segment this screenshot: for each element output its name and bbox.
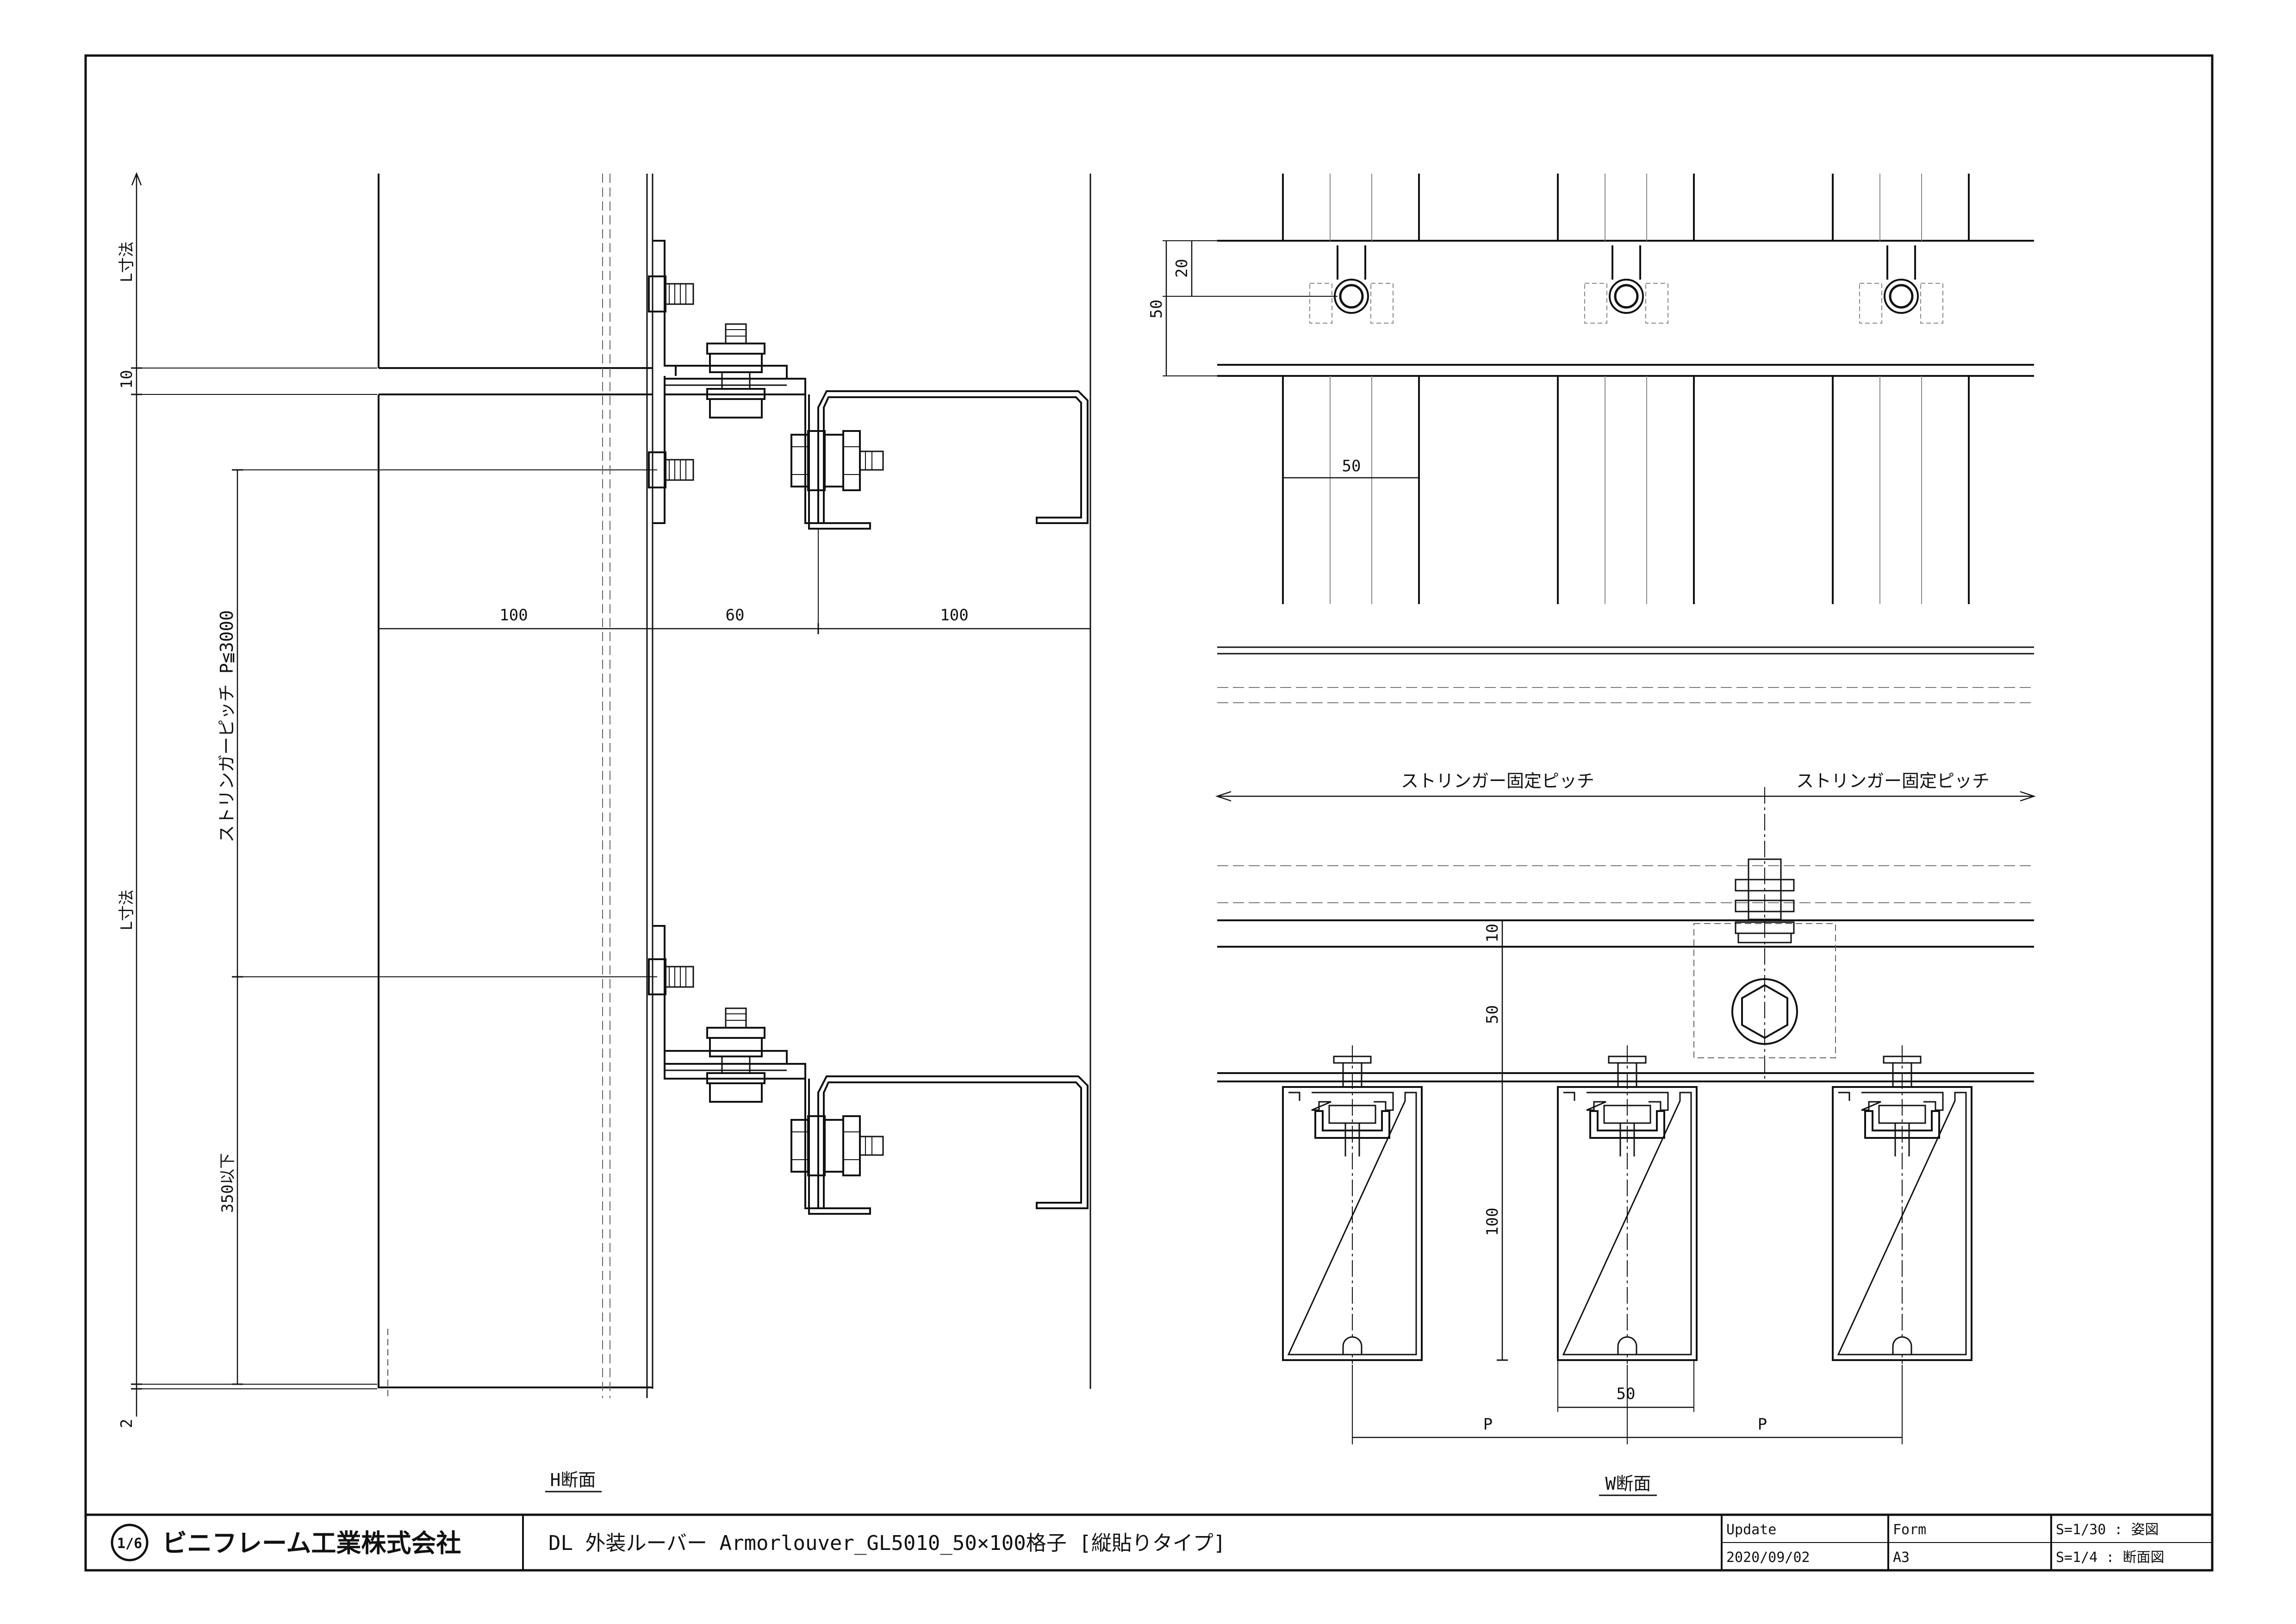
dim-100-depth: 100: [1483, 1208, 1502, 1236]
h-section-view: L寸法 10 L寸法 2 ストリンガーピッチ P≦3000 350以下: [118, 172, 1091, 1493]
dim-10: 10: [1483, 924, 1502, 943]
dim-l-top: L寸法: [118, 242, 136, 282]
title-block: 1/6 ビニフレーム工業株式会社 DL 外装ルーバー Armorlouver_G…: [86, 1513, 2212, 1570]
scale-elevation: S=1/30 : 姿図: [2056, 1522, 2159, 1538]
update-label: Update: [1726, 1522, 1776, 1538]
company-name: ビニフレーム工業株式会社: [162, 1529, 461, 1558]
company-logo: 1/6: [111, 1524, 149, 1562]
dim-gap-10: 10: [118, 370, 136, 389]
update-value: 2020/09/02: [1726, 1549, 1810, 1566]
dim-100-right: 100: [940, 606, 968, 625]
dim-p-left: P: [1483, 1415, 1493, 1434]
w-top-view: 20 50 50: [1147, 174, 2034, 604]
form-value: A3: [1893, 1549, 1910, 1566]
form-label: Form: [1893, 1522, 1926, 1538]
dim-50-depth: 50: [1483, 1005, 1502, 1024]
pitch-label-left: ストリンガー固定ピッチ: [1401, 771, 1594, 791]
dim-20: 20: [1173, 259, 1191, 278]
dim-stringer-pitch: ストリンガーピッチ P≦3000: [217, 610, 237, 843]
logo-mark-text: 1/6: [117, 1536, 142, 1552]
pitch-label-right: ストリンガー固定ピッチ: [1796, 771, 1990, 791]
dim-50-side: 50: [1147, 300, 1166, 319]
dim-60: 60: [726, 606, 745, 625]
drawing-border: [84, 54, 2214, 1572]
dim-p-right: P: [1758, 1415, 1767, 1434]
dim-max-350: 350以下: [218, 1153, 237, 1213]
dim-50-pitch: 50: [1342, 457, 1361, 475]
w-section-view: ストリンガー固定ピッチ ストリンガー固定ピッチ 10 50 100: [1215, 646, 2036, 1496]
dim-100-left: 100: [499, 606, 528, 625]
scale-section: S=1/4 : 断面図: [2056, 1549, 2165, 1566]
w-section-label: W断面: [1605, 1474, 1651, 1494]
dim-50-width: 50: [1617, 1385, 1636, 1403]
drawing-title: DL 外装ルーバー Armorlouver_GL5010_50×100格子 [縦…: [548, 1531, 1226, 1555]
h-section-label: H断面: [550, 1470, 596, 1490]
dim-l-main: L寸法: [118, 890, 136, 931]
dim-bottom-2: 2: [118, 1419, 136, 1428]
